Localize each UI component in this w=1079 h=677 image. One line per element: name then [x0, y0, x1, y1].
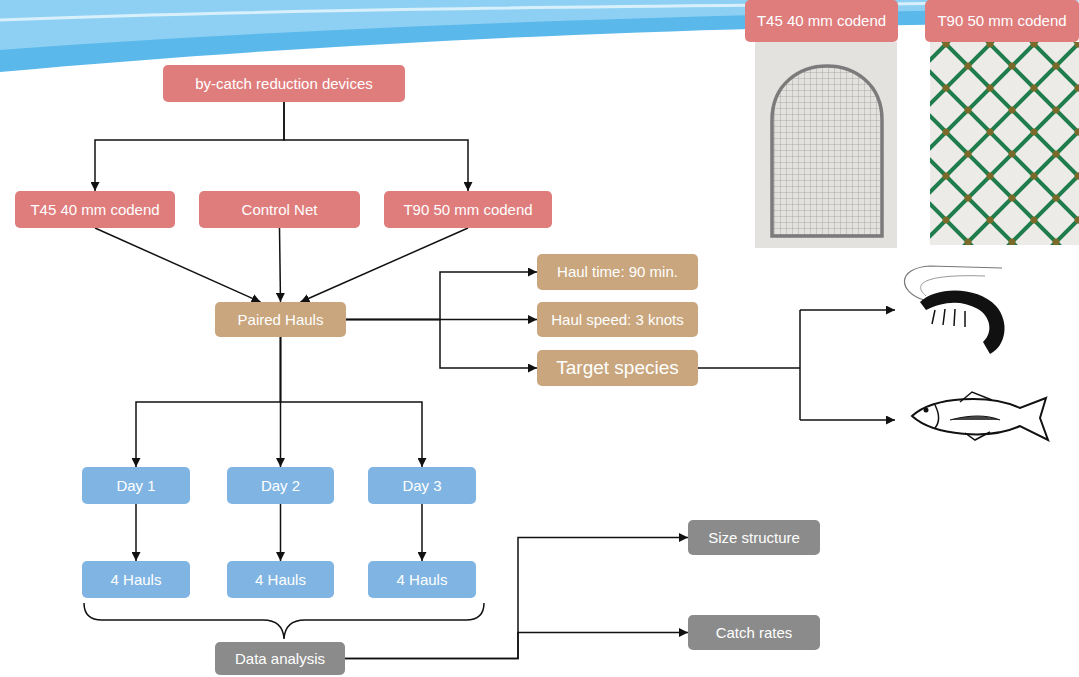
photo-label-box: T90 50 mm codend [925, 0, 1079, 42]
leader-line [698, 310, 800, 420]
node-text: Day 1 [116, 477, 155, 494]
haul-box: 4 Hauls [82, 561, 190, 598]
connector-arrow [345, 538, 688, 659]
node-text: Day 3 [402, 477, 441, 494]
parameter-box: Haul speed: 3 knots [537, 302, 698, 337]
analysis-box: Data analysis [215, 642, 345, 675]
shrimp-icon [904, 266, 1004, 354]
device-box: T90 50 mm codend [384, 191, 552, 228]
hoop-frame [772, 66, 882, 236]
parameter-box: Target species [537, 350, 698, 386]
fish-icon [912, 392, 1048, 440]
net-mesh [930, 42, 1079, 245]
node-text: Catch rates [716, 624, 793, 641]
connector-arrow [95, 228, 261, 302]
net-mesh [755, 42, 897, 248]
day-box: Day 1 [82, 467, 190, 504]
header-swoosh [0, 0, 1079, 72]
day-box: Day 3 [368, 467, 476, 504]
connector-arrow [345, 633, 688, 659]
node-text: Size structure [708, 529, 800, 546]
header-swoosh-light [0, 0, 1079, 50]
result-box: Catch rates [688, 615, 820, 650]
node-text: 4 Hauls [255, 571, 306, 588]
node-text: T90 50 mm codend [403, 201, 532, 218]
node-text: T90 50 mm codend [937, 12, 1066, 29]
node-text: Haul speed: 3 knots [551, 311, 684, 328]
node-text: T45 40 mm codend [30, 201, 159, 218]
result-box: Size structure [688, 520, 820, 555]
node-text: T45 40 mm codend [757, 12, 886, 29]
connector-arrow [280, 504, 282, 561]
haul-box: 4 Hauls [368, 561, 476, 598]
bracket [84, 603, 484, 639]
process-box: Paired Hauls [215, 302, 346, 337]
node-text: 4 Hauls [397, 571, 448, 588]
connector-arrow [301, 228, 469, 302]
connector-arrow [421, 504, 423, 561]
node-text: Target species [556, 357, 679, 379]
node-text: Control Net [242, 201, 318, 218]
parameter-box: Haul time: 90 min. [537, 254, 698, 290]
node-text: by-catch reduction devices [195, 75, 373, 92]
haul-box: 4 Hauls [227, 561, 334, 598]
device-box: T45 40 mm codend [15, 191, 175, 228]
connector-arrow [346, 272, 537, 320]
connector-arrow [284, 102, 468, 191]
node-text: Haul time: 90 min. [557, 263, 678, 280]
connector-arrow [346, 320, 537, 369]
connector-arrow [280, 228, 281, 302]
connector-arrow [136, 337, 281, 467]
node-text: Data analysis [235, 650, 325, 667]
connector-arrow [95, 102, 284, 191]
device-box: by-catch reduction devices [163, 65, 405, 102]
leader-arrow [800, 309, 895, 311]
photo-label-box: T45 40 mm codend [745, 0, 898, 42]
connector-arrow [281, 337, 423, 467]
day-box: Day 2 [227, 467, 334, 504]
header-streak [0, 2, 1079, 20]
node-text: Day 2 [261, 477, 300, 494]
photo-background [930, 42, 1079, 245]
leader-arrow [800, 419, 895, 421]
photo-background [755, 42, 897, 248]
device-box: Control Net [199, 191, 360, 228]
node-text: 4 Hauls [111, 571, 162, 588]
node-text: Paired Hauls [238, 311, 324, 328]
connector-arrow [135, 504, 137, 561]
